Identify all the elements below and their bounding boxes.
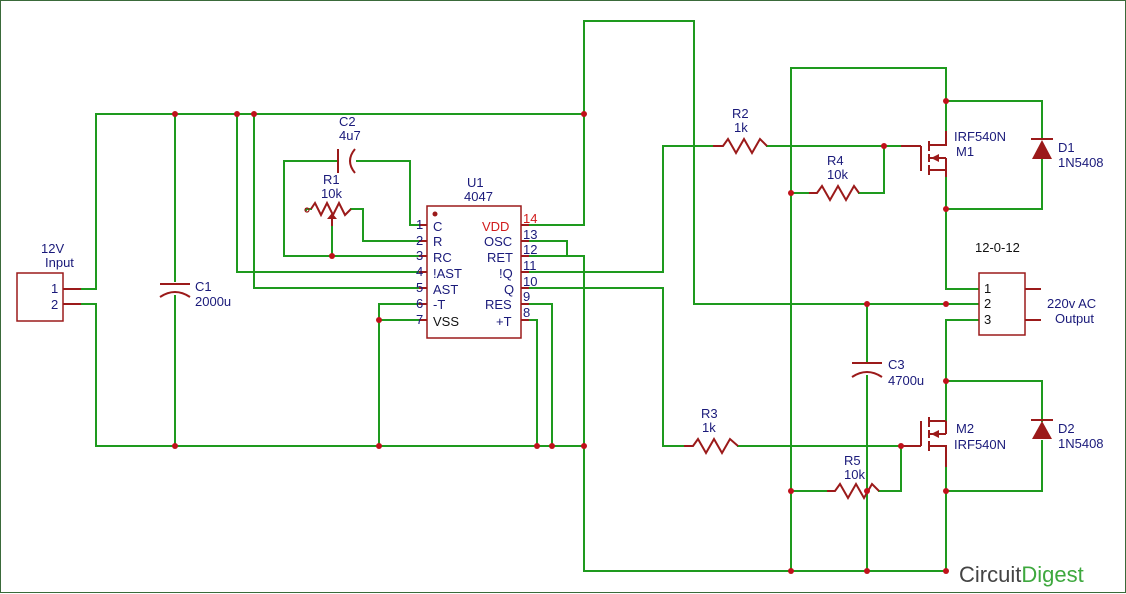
resistor-r5: R5 10k xyxy=(827,453,880,501)
output-subtitle: Output xyxy=(1055,311,1094,326)
u1-pin10-num: 10 xyxy=(523,274,537,289)
brand-part1: Circuit xyxy=(959,562,1021,587)
u1-pin8-label: +T xyxy=(496,314,512,329)
u1-pin5-num: 5 xyxy=(416,280,423,295)
u1-pin14-label: VDD xyxy=(482,219,509,234)
diode-d2: D2 1N5408 xyxy=(1031,419,1104,451)
input-connector: 12V Input 1 2 xyxy=(16,241,81,322)
r3-value: 1k xyxy=(702,420,716,435)
u1-pin10-label: Q xyxy=(504,282,514,297)
input-title: 12V xyxy=(41,241,64,256)
u1-part: 4047 xyxy=(464,189,493,204)
m2-name: M2 xyxy=(956,421,974,436)
r5-name: R5 xyxy=(844,453,861,468)
u1-name: U1 xyxy=(467,175,484,190)
u1-pin7-label: VSS xyxy=(433,314,459,329)
transformer-12-0-12: 12-0-12 1 2 3 220v AC Output xyxy=(975,240,1096,336)
resistor-r2: R2 1k xyxy=(713,106,768,156)
u1-pin4-label: !AST xyxy=(433,266,462,281)
transformer-pin2: 2 xyxy=(984,296,991,311)
c3-value: 4700u xyxy=(888,373,924,388)
resistor-r3: R3 1k xyxy=(684,406,739,456)
d1-name: D1 xyxy=(1058,140,1075,155)
u1-pin1-num: 1 xyxy=(416,217,423,232)
r3-name: R3 xyxy=(701,406,718,421)
brand-part2: Digest xyxy=(1021,562,1083,587)
u1-pin6-label: -T xyxy=(433,297,445,312)
junction-dots xyxy=(172,98,949,574)
u1-pin1-label: C xyxy=(433,219,442,234)
capacitor-c1: C1 2000u xyxy=(159,279,231,309)
brand-text: CircuitDigest xyxy=(959,562,1084,587)
wires xyxy=(62,20,1043,572)
resistor-r4: R4 10k xyxy=(809,153,860,203)
c1-name: C1 xyxy=(195,279,212,294)
input-subtitle: Input xyxy=(45,255,74,270)
u1-pin12-num: 12 xyxy=(523,242,537,257)
u1-pin3-num: 3 xyxy=(416,248,423,263)
c3-name: C3 xyxy=(888,357,905,372)
mosfet-m2: M2 IRF540N xyxy=(901,417,1006,467)
u1-pin6-num: 6 xyxy=(416,296,423,311)
d2-name: D2 xyxy=(1058,421,1075,436)
u1-pin8-num: 8 xyxy=(523,305,530,320)
u1-pin2-num: 2 xyxy=(416,233,423,248)
input-pin2: 2 xyxy=(51,297,58,312)
u1-pin3-label: RC xyxy=(433,250,452,265)
u1-pin13-label: OSC xyxy=(484,234,512,249)
c2-name: C2 xyxy=(339,114,356,129)
u1-pin14-num: 14 xyxy=(523,211,537,226)
m2-part: IRF540N xyxy=(954,437,1006,452)
u1-pin9-num: 9 xyxy=(523,289,530,304)
r5-value: 10k xyxy=(844,467,865,482)
u1-pin11-num: 11 xyxy=(523,258,537,273)
u1-pin7-num: 7 xyxy=(416,312,423,327)
transformer-name: 12-0-12 xyxy=(975,240,1020,255)
u1-pin13-num: 13 xyxy=(523,227,537,242)
c2-value: 4u7 xyxy=(339,128,361,143)
r1-value: 10k xyxy=(321,186,342,201)
diode-d1: D1 1N5408 xyxy=(1031,138,1104,170)
u1-pin2-label: R xyxy=(433,234,442,249)
u1-pin11-label: !Q xyxy=(499,266,513,281)
m1-part: IRF540N xyxy=(954,129,1006,144)
u1-pin9-label: RES xyxy=(485,297,512,312)
output-title: 220v AC xyxy=(1047,296,1096,311)
c1-value: 2000u xyxy=(195,294,231,309)
u1-pin4-num: 4 xyxy=(416,264,423,279)
u1-pin12-label: RET xyxy=(487,250,513,265)
u1-pin5-label: AST xyxy=(433,282,458,297)
r2-name: R2 xyxy=(732,106,749,121)
capacitor-c2: C2 4u7 xyxy=(337,114,361,174)
d2-part: 1N5408 xyxy=(1058,436,1104,451)
capacitor-c3: C3 4700u xyxy=(851,357,924,388)
r4-name: R4 xyxy=(827,153,844,168)
r4-value: 10k xyxy=(827,167,848,182)
potentiometer-r1: R1 10k xyxy=(304,172,352,226)
mosfet-m1: IRF540N M1 xyxy=(901,129,1006,177)
transformer-pin3: 3 xyxy=(984,312,991,327)
transformer-pin1: 1 xyxy=(984,281,991,296)
m1-name: M1 xyxy=(956,144,974,159)
d1-part: 1N5408 xyxy=(1058,155,1104,170)
r1-name: R1 xyxy=(323,172,340,187)
r2-value: 1k xyxy=(734,120,748,135)
ic-u1-4047: U1 4047 1 C 2 R 3 RC 4 !AST 5 AST 6 -T 7… xyxy=(416,175,537,339)
input-pin1: 1 xyxy=(51,281,58,296)
circuitdigest-logo: CircuitDigest xyxy=(959,562,1084,587)
